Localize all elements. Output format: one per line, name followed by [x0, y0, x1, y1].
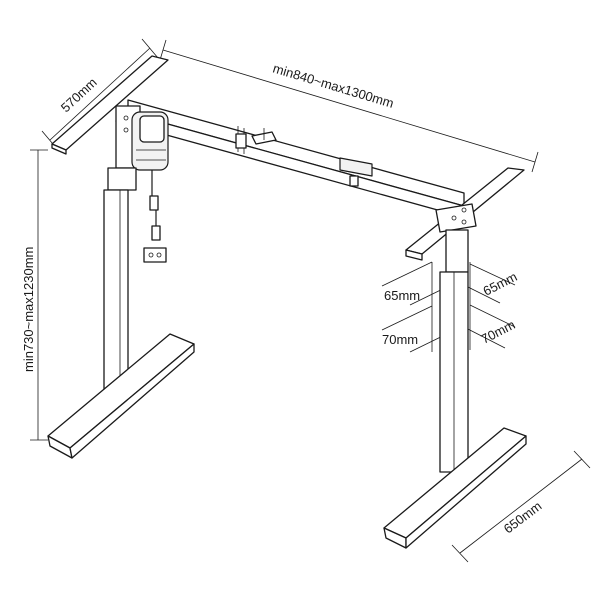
left-column-lower — [103, 189, 129, 399]
foot-length-label: 650mm — [501, 498, 545, 536]
power-plug — [143, 247, 167, 263]
controller-box — [339, 157, 373, 177]
height-dimension: min730~max1230mm — [21, 149, 48, 441]
lower-column-left-label: 70mm — [382, 332, 418, 347]
lower-column-right-label: 70mm — [479, 317, 518, 347]
right-top-bracket — [405, 167, 525, 261]
width-label: min840~max1300mm — [271, 61, 395, 111]
upper-column-left-label: 65mm — [384, 288, 420, 303]
left-column — [103, 167, 137, 399]
width-dimension: min840~max1300mm — [159, 39, 539, 173]
upper-column-right-label: 65mm — [481, 269, 520, 299]
height-label: min730~max1230mm — [21, 247, 36, 372]
right-column — [439, 229, 469, 473]
left-foot — [47, 333, 195, 459]
motor — [131, 111, 169, 263]
right-foot — [383, 427, 527, 549]
